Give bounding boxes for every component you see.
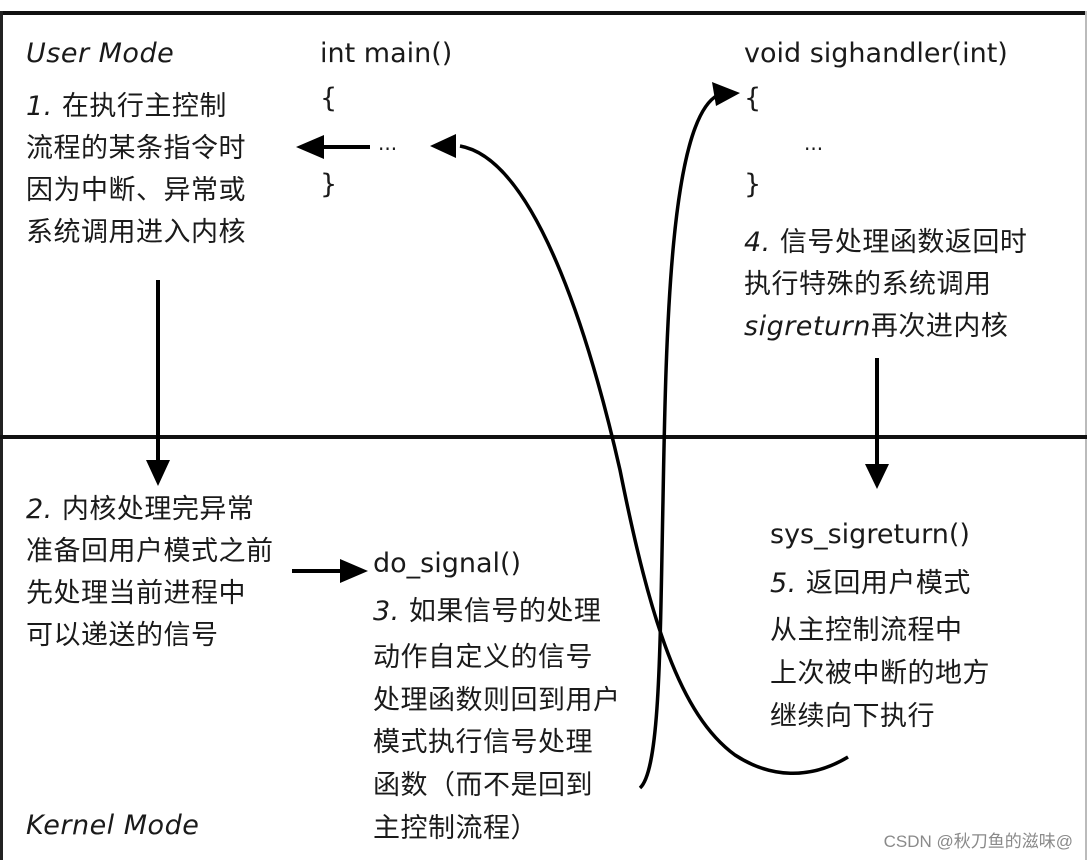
- step5-line-2: 从主控制流程中: [770, 615, 963, 646]
- arrow-sys-sigreturn-to-main: [430, 134, 849, 775]
- step4-line-3: sigreturn再次进内核: [744, 306, 1008, 348]
- step5-line-1: 5. 返回用户模式: [770, 563, 971, 605]
- step2-line-4: 可以递送的信号: [26, 620, 219, 651]
- step3-line-2: 动作自定义的信号: [373, 642, 593, 673]
- arrowhead-left: [296, 135, 324, 159]
- step5-line-3: 上次被中断的地方: [770, 658, 990, 689]
- arrow-step4-to-sys-sigreturn: [865, 358, 889, 489]
- arrowhead-right-curve: [712, 82, 740, 106]
- sigreturn-italic: sigreturn: [744, 311, 871, 342]
- step1-line-3: 因为中断、异常或: [26, 175, 246, 206]
- step2-line-3: 先处理当前进程中: [26, 578, 246, 609]
- step3-line-5: 函数（而不是回到: [373, 770, 593, 801]
- step2-line-1-text: 内核处理完异常: [61, 494, 255, 525]
- main-body-ellipsis: ...: [378, 131, 398, 155]
- arrow-do-signal-to-sighandler: [638, 82, 740, 790]
- handler-close-brace: }: [744, 169, 762, 200]
- step3-number: 3.: [373, 596, 400, 627]
- step4-number: 4.: [744, 227, 771, 258]
- arrowhead-right: [340, 559, 368, 583]
- main-close-brace: }: [320, 169, 338, 200]
- handler-open-brace: {: [744, 83, 762, 114]
- step5-line-1-text: 返回用户模式: [805, 568, 971, 599]
- step2-line-2: 准备回用户模式之前: [26, 536, 274, 567]
- step2-line-1: 2. 内核处理完异常: [26, 489, 254, 531]
- step4-line-2: 执行特殊的系统调用: [744, 269, 992, 300]
- arrow-main-to-step1: [296, 135, 370, 159]
- arrow-step2-to-do-signal: [292, 559, 368, 583]
- step1-line-2: 流程的某条指令时: [26, 133, 246, 164]
- step1-line-1-text: 在执行主控制: [61, 91, 227, 122]
- step3-line-1: 3. 如果信号的处理: [373, 591, 601, 633]
- step3-line-4: 模式执行信号处理: [373, 727, 593, 758]
- main-signature: int main(): [320, 38, 453, 69]
- step4-line-3-suffix: 再次进内核: [870, 311, 1009, 342]
- handler-signature: void sighandler(int): [744, 38, 1008, 69]
- step4-line-1-text: 信号处理函数返回时: [779, 227, 1028, 258]
- arrow-step1-to-step2: [146, 280, 170, 486]
- arrowhead-left-curve: [430, 134, 456, 158]
- arrowhead-down: [146, 460, 170, 486]
- step2-number: 2.: [26, 494, 53, 525]
- sys-sigreturn-label: sys_sigreturn(): [770, 519, 970, 550]
- watermark: CSDN @秋刀鱼的滋味@: [883, 832, 1073, 851]
- handler-body-ellipsis: ...: [804, 131, 824, 155]
- step5-number: 5.: [770, 568, 797, 599]
- step3-line-6: 主控制流程）: [373, 813, 538, 844]
- step4-line-1: 4. 信号处理函数返回时: [744, 222, 1027, 264]
- do-signal-label: do_signal(): [373, 548, 522, 579]
- main-open-brace: {: [320, 83, 338, 114]
- frame-top-border: [0, 11, 1087, 15]
- kernel-mode-label: Kernel Mode: [26, 810, 200, 841]
- step5-line-4: 继续向下执行: [770, 701, 935, 732]
- user-mode-label: User Mode: [26, 38, 175, 69]
- step1-number: 1.: [26, 91, 53, 122]
- mode-divider-line: [0, 435, 1087, 439]
- step3-line-3: 处理函数则回到用户: [373, 685, 621, 716]
- step3-line-1-text: 如果信号的处理: [408, 596, 602, 627]
- step1-line-4: 系统调用进入内核: [26, 217, 246, 248]
- arrowhead-down-2: [865, 464, 889, 489]
- step1-line-1: 1. 在执行主控制: [26, 86, 227, 128]
